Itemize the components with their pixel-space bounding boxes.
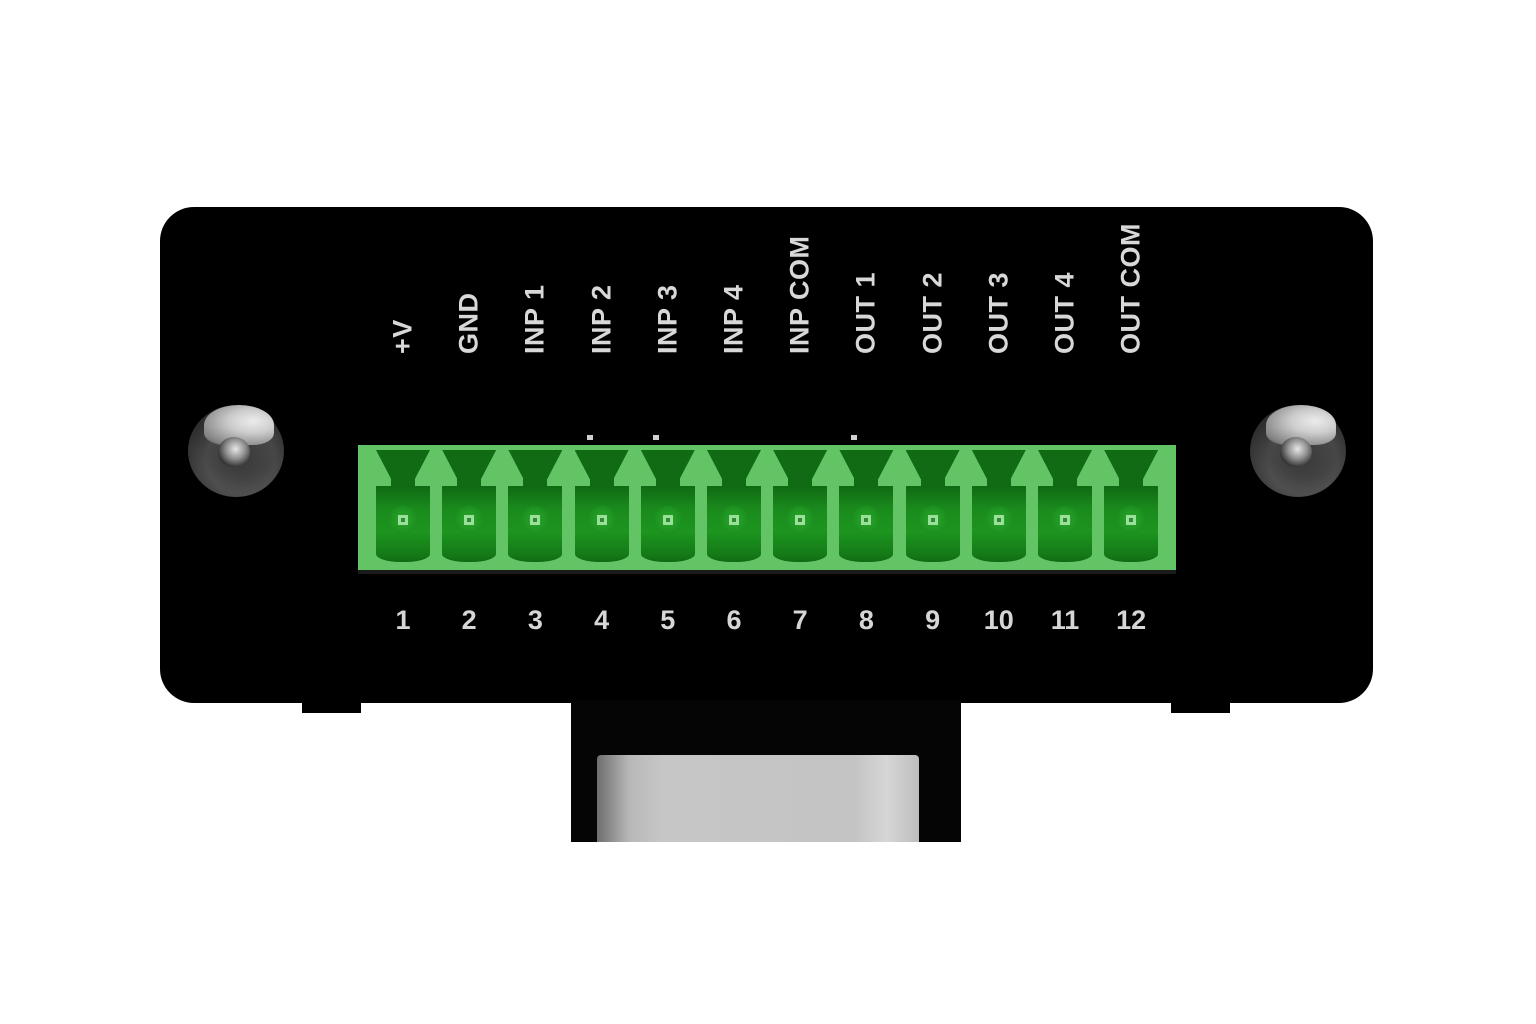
terminal-label-text: OUT 2: [917, 271, 948, 354]
terminal-socket[interactable]: [508, 450, 566, 563]
terminal-number: 4: [594, 605, 610, 635]
screw-clamp-icon: [918, 506, 947, 534]
terminal-label-text: OUT 4: [1049, 271, 1080, 354]
screw-clamp-icon: [521, 506, 550, 534]
terminal-label-text: OUT 1: [850, 271, 881, 354]
screw-clamp-icon: [587, 506, 616, 534]
terminal-label: OUT 1: [846, 205, 886, 385]
terminal-socket[interactable]: [773, 450, 831, 563]
screw-clamp-icon: [984, 506, 1013, 534]
terminal-label-text: INP 1: [519, 284, 550, 354]
terminal-label-text: INP 3: [652, 284, 683, 354]
rear-port-insert: [597, 755, 919, 842]
terminal-label: OUT 2: [913, 205, 953, 385]
terminal-number: 9: [925, 605, 941, 635]
terminal-number: 5: [660, 605, 676, 635]
terminal-label: OUT COM: [1111, 205, 1151, 385]
terminal-label: INP 1: [515, 205, 555, 385]
terminal-socket[interactable]: [1104, 450, 1162, 563]
terminal-number: 11: [1050, 605, 1080, 635]
terminal-label-text: INP COM: [784, 235, 815, 354]
screw-clamp-icon: [389, 506, 417, 534]
polarity-tick-mark: [652, 435, 659, 440]
terminal-label-text: OUT 3: [983, 271, 1014, 354]
terminal-label-text: GND: [453, 292, 484, 355]
terminal-label-text: OUT COM: [1115, 223, 1146, 354]
screw-clamp-icon: [720, 506, 748, 534]
terminal-socket[interactable]: [376, 450, 434, 563]
screw-clamp-icon: [852, 506, 881, 534]
terminal-label: GND: [449, 205, 489, 385]
terminal-label: INP 2: [582, 205, 622, 385]
terminal-label-text: INP 2: [586, 284, 617, 354]
terminal-label: +V: [383, 205, 423, 385]
terminal-label: INP 3: [648, 205, 688, 385]
terminal-label-text: +V: [387, 319, 418, 354]
terminal-socket[interactable]: [839, 450, 897, 563]
screw-clamp-icon: [1117, 506, 1146, 534]
screw-clamp-icon: [455, 506, 484, 534]
terminal-socket[interactable]: [707, 450, 765, 563]
terminal-label: OUT 3: [979, 205, 1019, 385]
terminal-label-text: INP 4: [718, 284, 749, 354]
terminal-block-connector: [358, 445, 1176, 570]
terminal-socket[interactable]: [442, 450, 500, 563]
screw-clamp-icon: [653, 506, 682, 534]
polarity-tick-mark: [586, 435, 593, 440]
screw-clamp-icon: [1051, 506, 1079, 534]
terminal-number: 10: [983, 605, 1014, 635]
terminal-label: INP COM: [780, 205, 820, 385]
terminal-socket[interactable]: [640, 450, 699, 563]
panel-foot-right: [1171, 700, 1230, 713]
terminal-number: 1: [395, 605, 411, 635]
terminal-number: 3: [527, 605, 543, 635]
mount-screw-icon: [188, 405, 284, 497]
terminal-label: INP 4: [714, 205, 754, 385]
panel-foot-left: [302, 700, 361, 713]
terminal-socket[interactable]: [971, 450, 1030, 563]
terminal-label: OUT 4: [1045, 205, 1085, 385]
terminal-socket[interactable]: [574, 450, 633, 563]
terminal-socket[interactable]: [905, 450, 964, 563]
terminal-number: 8: [858, 605, 874, 635]
terminal-number: 2: [461, 605, 477, 635]
screw-clamp-icon: [786, 506, 815, 534]
terminal-socket[interactable]: [1038, 450, 1096, 563]
terminal-number: 12: [1116, 605, 1147, 635]
terminal-number: 7: [792, 605, 808, 635]
polarity-tick-mark: [851, 435, 858, 440]
mount-screw-icon: [1250, 405, 1346, 497]
terminal-number: 6: [726, 605, 742, 635]
